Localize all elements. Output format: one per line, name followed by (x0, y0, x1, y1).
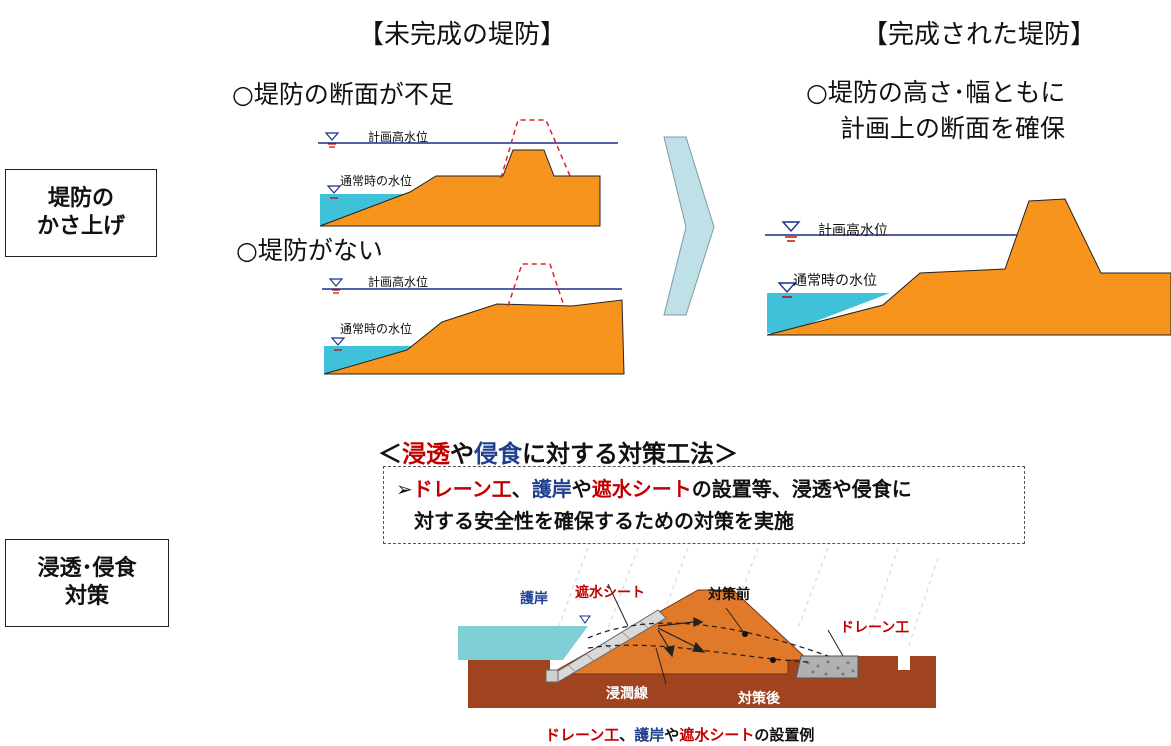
b1-rest: の設置等、浸透や侵食に (691, 477, 912, 501)
complete-heading: 【完成された堤防】 (862, 20, 1097, 50)
seepage-label-line2: 対策 (64, 584, 109, 609)
case1-normal-triangle-icon (326, 185, 342, 194)
countermeasure-box (383, 466, 1025, 544)
case1-embankment (319, 149, 601, 227)
after-label: 対策後 (738, 691, 780, 707)
water-level-triangle-icon (579, 615, 591, 624)
complete-plan-triangle-icon (781, 221, 801, 233)
raise-label-line1: 堤防の (47, 186, 114, 211)
complete-diagram (765, 198, 1171, 336)
title-ya: や (450, 440, 474, 468)
countermeasure-diagram (458, 547, 939, 708)
caption-rest: の設置例 (754, 726, 815, 744)
sheet-label: 遮水シート (575, 585, 645, 601)
case2-normal-level-label: 通常時の水位 (340, 322, 413, 336)
river-water (458, 626, 588, 660)
title-bracket: ＜ (378, 440, 402, 468)
case1-plan-triangle-icon (324, 132, 340, 141)
b1-revetment: 護岸 (531, 477, 572, 501)
b1-drain: ドレーン工 (412, 477, 512, 501)
seepage-label-line1: 浸透･侵食 (37, 556, 137, 581)
case1-normal-level-label: 通常時の水位 (340, 174, 413, 188)
seepage-label-box: 浸透･侵食 対策 (5, 539, 169, 627)
title-erosion: 侵食 (474, 440, 522, 468)
countermeasure-title: ＜浸透や侵食に対する対策工法＞ (378, 434, 738, 469)
seepage-line-label: 浸潤線 (606, 686, 648, 702)
seepage-line-before (587, 622, 829, 657)
raise-label-line2: かさ上げ (36, 214, 125, 239)
revetment-label: 護岸 (520, 591, 548, 607)
drain-label: ドレーン工 (840, 620, 910, 636)
caption-revetment: 護岸 (634, 726, 665, 744)
guide-lines (557, 547, 939, 649)
case1-planned-section (500, 119, 571, 179)
caption-sheet: 遮水シート (679, 726, 755, 744)
case1-title: ○堤防の断面が不足 (232, 80, 454, 109)
case2-title: ○堤防がない (236, 236, 383, 265)
title-rest: に対する対策工法＞ (522, 440, 738, 468)
after-point (770, 657, 776, 663)
bullet-mark-icon: ➢ (396, 477, 413, 501)
before-label: 対策前 (708, 587, 750, 603)
complete-plan-level-label: 計画高水位 (818, 223, 888, 239)
bullet-line-1: ➢ドレーン工、護岸や遮水シートの設置等、浸透や侵食に (396, 474, 912, 504)
case2-ground (323, 299, 625, 375)
caption-ya: や (664, 726, 680, 744)
incomplete-heading: 【未完成の堤防】 (358, 20, 567, 50)
case2-plan-level-label: 計画高水位 (368, 275, 429, 289)
leader-lines (607, 583, 844, 685)
caption-drain: ドレーン工 (545, 726, 620, 744)
case1-diagram (318, 119, 618, 227)
case2-diagram (322, 263, 625, 375)
title-seepage: 浸透 (402, 440, 450, 468)
case2-normal-triangle-icon (330, 337, 346, 346)
drain-blocks (795, 655, 859, 679)
complete-embankment (766, 198, 1171, 336)
case1-plan-level-label: 計画高水位 (368, 130, 429, 144)
diagram-caption: ドレーン工、護岸や遮水シートの設置例 (545, 724, 814, 745)
case2-plan-triangle-icon (328, 278, 344, 287)
complete-title-line1: ○堤防の高さ･幅ともに (806, 78, 1066, 107)
drain-texture (806, 660, 855, 676)
transition-arrow-icon (663, 136, 715, 316)
complete-water (767, 293, 890, 333)
raise-label-box: 堤防の かさ上げ (5, 169, 157, 257)
bullet-line-2: 対する安全性を確保するための対策を実施 (414, 509, 794, 533)
complete-normal-triangle-icon (777, 282, 797, 294)
caption-comma: 、 (619, 726, 635, 744)
complete-title-line2: 計画上の断面を確保 (840, 114, 1066, 143)
b1-sheet: 遮水シート (591, 477, 692, 501)
arrow-shape (663, 136, 715, 316)
b1-comma: 、 (511, 477, 532, 501)
case2-planned-section (507, 263, 565, 307)
complete-normal-level-label: 通常時の水位 (793, 273, 877, 289)
flow-arrows (657, 617, 706, 658)
revetment-toe (545, 669, 559, 683)
b1-ya: や (571, 477, 592, 501)
